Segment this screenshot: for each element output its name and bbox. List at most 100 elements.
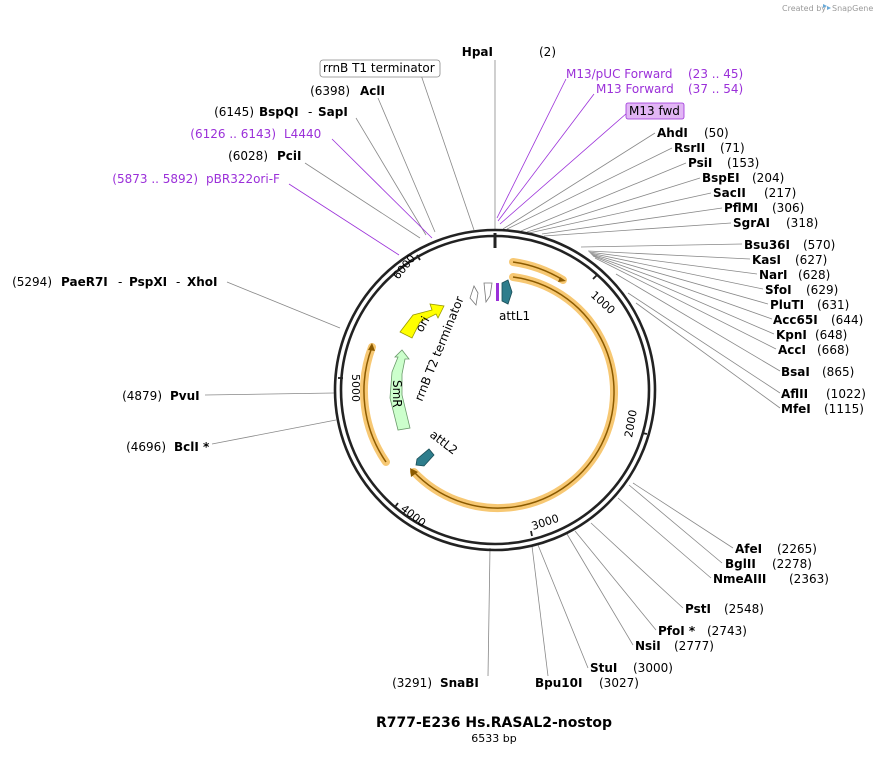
site-pspxi-name: PspXI [129,275,167,289]
ori-feature: ori [399,303,445,339]
leader-nari [588,251,758,275]
site-psii-pos: (153) [727,156,759,170]
terminator-box [319,59,441,78]
map-title: R777-E236 Hs.RASAL2-nostop [376,715,612,731]
primer-m13-fwd-name: M13 Forward [596,82,674,96]
tick-2000 [641,432,648,435]
site-pcii-name: PciI [277,149,302,163]
site-acli-pos: (6398) [310,84,350,98]
orf-arcs [359,258,619,512]
site-snabi-pos: (3291) [392,676,432,690]
attl1-shape [501,279,513,305]
primer-pbr322-pos: (5873 .. 5892) [112,172,198,186]
site-rsrii-name: RsrII [674,141,705,155]
leader-sgrai [543,222,732,237]
site-hpai-pos: (2) [539,45,556,59]
site-nari-name: NarI [759,268,788,282]
leader-m13-puc [496,78,567,219]
site-bspqi-name: BspQI [259,105,299,119]
site-ahdi-name: AhdI [657,126,688,140]
smr-shape [389,349,411,431]
ori-label: ori [412,314,432,335]
site-bcli-name: BclI * [174,440,210,454]
leader-pbr322 [288,183,400,256]
leader-m13-fwd [497,93,595,222]
leader-m13-box [499,112,628,225]
tick-3000 [530,530,533,537]
site-pflmi-pos: (306) [772,201,804,215]
leader-acc65i [591,254,773,320]
leader-ahdi [502,132,656,230]
primer-m13-puc-name: M13/pUC Forward [566,67,673,81]
site-acci-pos: (668) [817,343,849,357]
terminator-shape-1 [469,285,479,306]
attl1-label: attL1 [499,309,530,323]
site-sacii-name: SacII [713,186,746,200]
site-pluti-name: PluTI [770,298,804,312]
site-bglii-pos: (2278) [772,557,812,571]
site-mfei-pos: (1115) [824,402,864,416]
orf-arc-left [363,346,387,463]
leader-l4440 [331,138,433,239]
leader-afei [632,482,734,549]
site-pflmi-name: PflMI [724,201,758,215]
map-length: 6533 bp [471,732,516,745]
leader-pflmi [541,207,723,235]
site-bsu36i-pos: (570) [803,238,835,252]
site-sacii-pos: (217) [764,186,796,200]
orf-arrow-short [558,277,566,282]
site-nmeaiii-name: NmeAIII [713,572,766,586]
site-aflii-name: AflII [781,387,808,401]
site-bcli-pos: (4696) [126,440,166,454]
site-psti-pos: (2548) [724,602,764,616]
leader-aflii [627,292,781,394]
site-bspei-pos: (204) [752,171,784,185]
credit-prefix: Created by [782,4,826,13]
site-acli-name: AclI [360,84,385,98]
leader-bspei [526,177,701,233]
site-nmeaiii-pos: (2363) [789,572,829,586]
leader-bspqi [355,117,427,236]
site-paer7i-sep: - [118,275,122,289]
site-acci-name: AccI [778,343,806,357]
site-pluti-pos: (631) [817,298,849,312]
site-nsii-name: NsiI [635,639,661,653]
primer-mark [496,283,499,301]
backbone-inner [339,234,651,546]
primer-m13-puc-pos: (23 .. 45) [688,67,743,81]
leader-paer7i [226,281,341,329]
site-bsai-name: BsaI [781,365,810,379]
leader-kpni [592,255,775,335]
tick-marks: 1000 2000 3000 4000 5000 6000 [338,252,648,537]
tick-label-3000: 3000 [530,512,561,533]
site-sapi-name: SapI [318,105,348,119]
site-acc65i-pos: (644) [831,313,863,327]
site-psii-name: PsiI [688,156,712,170]
site-pfoi-name: PfoI * [658,624,696,638]
leader-pcii [304,162,421,239]
credit-brand: SnapGene [832,4,873,13]
site-paer7i-name: PaeR7I [61,275,108,289]
site-paer7i-pos: (5294) [12,275,52,289]
site-ahdi-pos: (50) [704,126,729,140]
site-sfoi-name: SfoI [765,283,792,297]
site-xhoi-name: XhoI [187,275,218,289]
site-bspqi-sep: - [308,105,312,119]
leader-snabi [487,547,491,677]
site-kasi-pos: (627) [795,253,827,267]
primer-l4440-pos: (6126 .. 6143) [190,127,276,141]
site-aflii-pos: (1022) [826,387,866,401]
site-stui-name: StuI [590,661,617,675]
site-nsii-pos: (2777) [674,639,714,653]
site-pspxi-sep: - [176,275,180,289]
primer-l4440-name: L4440 [284,127,321,141]
site-sgrai-name: SgrAI [733,216,770,230]
tick-4000 [394,502,399,508]
site-bglii-name: BglII [725,557,756,571]
leader-nmeaiii [617,497,712,579]
site-bpu10i-pos: (3027) [599,676,639,690]
site-bsu36i-name: Bsu36I [744,238,790,252]
site-afei-name: AfeI [735,542,762,556]
site-bspei-name: BspEI [702,171,740,185]
